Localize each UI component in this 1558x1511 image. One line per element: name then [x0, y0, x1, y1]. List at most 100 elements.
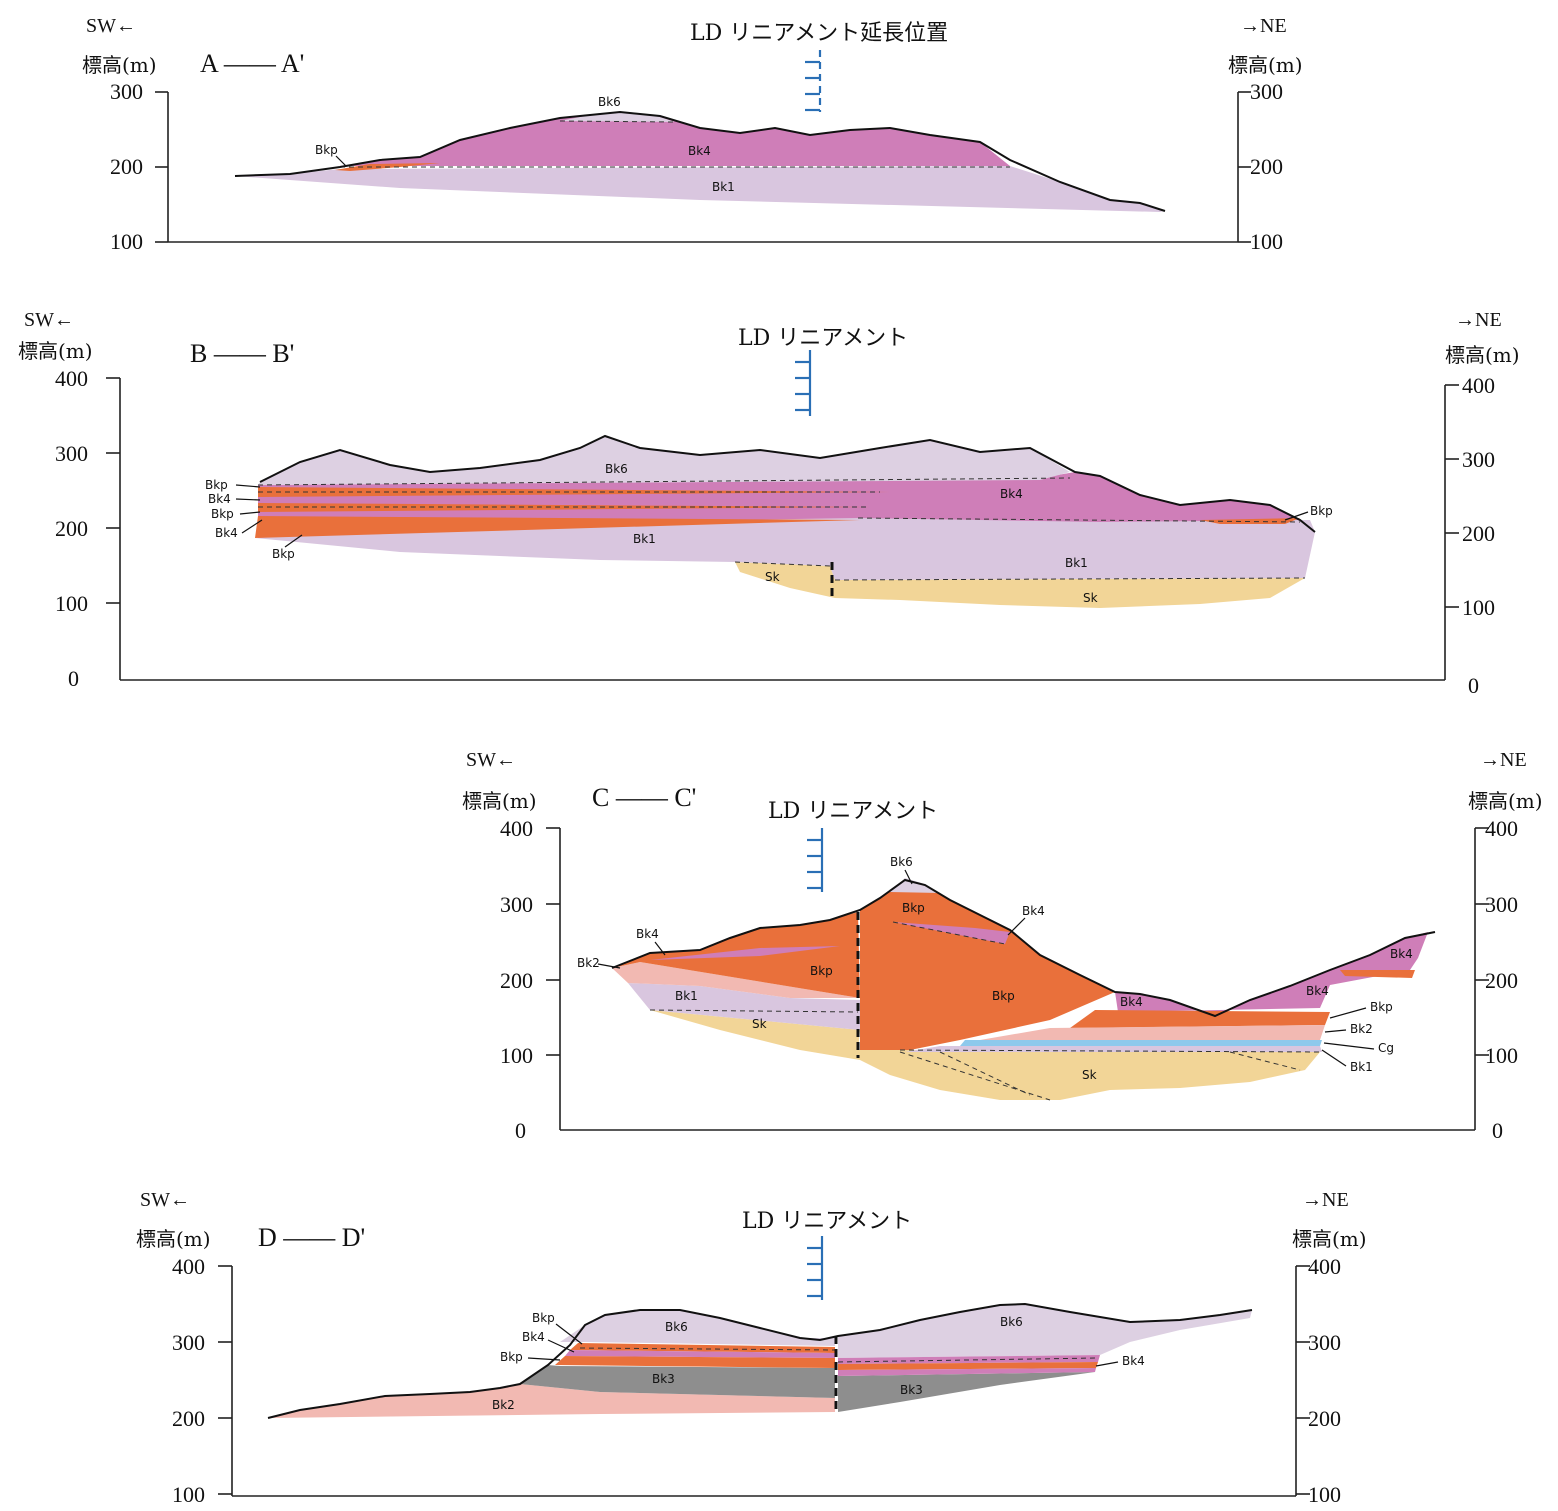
section-d-unit-bkp: [570, 1343, 835, 1353]
section-a-right-tick: 200: [1250, 154, 1283, 179]
section-b-left-tick: 100: [55, 591, 88, 616]
section-d-unit-label: Bk4: [1122, 1354, 1145, 1368]
section-b-left-tick: 200: [55, 516, 88, 541]
section-d-ground-surface: [267, 1302, 1253, 1419]
section-d-left-tick: 100: [172, 1482, 205, 1507]
section-c-unit-label: Sk: [1082, 1068, 1097, 1082]
section-d-unit-bk2: [268, 1384, 835, 1418]
section-b-unit-label: Bkp: [272, 547, 295, 561]
section-a-lineament-label: LD リニアメント延長位置: [690, 21, 948, 46]
section-c-left-tick: 400: [500, 816, 533, 841]
section-b-sw-label: SW←: [24, 309, 74, 331]
section-c-unit-label: Sk: [752, 1017, 767, 1031]
section-c-left-tick: 0: [515, 1118, 526, 1143]
section-c-unit-label: Bkp: [810, 964, 833, 978]
section-b-unit-bk6: [258, 436, 1070, 485]
section-c-right-tick: 400: [1485, 816, 1518, 841]
section-b-right-tick: 0: [1468, 673, 1479, 698]
section-d-elev-label-left: 標高(m): [136, 1227, 211, 1251]
section-d-unit-bkp: [838, 1362, 1098, 1370]
section-c-ground-surface: [611, 878, 1436, 1018]
section-d-right-tick: 100: [1308, 1482, 1341, 1507]
section-b-unit-label: Bkp: [211, 507, 234, 521]
section-d: SW← →NE 標高(m) 標高(m) D —— D' LD リニアメント 40…: [136, 1189, 1367, 1507]
section-c-right-tick: 0: [1492, 1118, 1503, 1143]
section-c-unit-label: Bk1: [675, 989, 698, 1003]
section-c-unit-bkp: [860, 880, 1115, 1050]
section-b-unit-bkp: [255, 516, 860, 538]
section-a-unit-bk6: [560, 112, 675, 122]
section-d-unit-bk4: [565, 1350, 835, 1358]
section-d-title: D —— D': [258, 1223, 365, 1252]
section-d-unit-label: Bk4: [522, 1330, 545, 1344]
section-b: SW← →NE 標高(m) 標高(m) B —— B' LD リニアメント 40…: [18, 309, 1520, 698]
section-c-left-tick: 100: [500, 1043, 533, 1068]
section-d-right-tick: 200: [1308, 1406, 1341, 1431]
section-a-ground-surface: [234, 110, 1166, 212]
section-d-unit-bk4: [838, 1355, 1100, 1364]
section-d-unit-bkp: [555, 1356, 835, 1368]
section-b-unit-label: Bkp: [205, 478, 228, 492]
section-b-elev-label-right: 標高(m): [1445, 343, 1520, 367]
section-c-unit-label: Bkp: [992, 989, 1015, 1003]
section-a-elev-label-right: 標高(m): [1228, 53, 1303, 77]
section-b-unit-label: Bk4: [215, 526, 238, 540]
section-a-left-tick: 200: [110, 154, 143, 179]
section-a-left-tick: 100: [110, 229, 143, 254]
section-a-elev-label-left: 標高(m): [82, 53, 157, 77]
section-b-right-tick: 300: [1462, 447, 1495, 472]
section-a-unit-label: Bk4: [688, 144, 711, 158]
section-b-unit-label: Bk4: [208, 492, 231, 506]
section-b-unit-label: Sk: [765, 570, 780, 584]
section-c-sw-label: SW←: [466, 749, 516, 771]
section-d-unit-bk3: [838, 1372, 1095, 1412]
section-c-unit-label: Bkp: [1370, 1000, 1393, 1014]
section-d-unit-label: Bk3: [652, 1372, 675, 1386]
section-d-unit-label: Bk6: [1000, 1315, 1023, 1329]
section-c-elev-label-left: 標高(m): [462, 789, 537, 813]
section-c-unit-bkp: [1070, 1010, 1330, 1028]
section-a-right-tick: 100: [1250, 229, 1283, 254]
section-b-unit-label: Bk4: [1000, 487, 1023, 501]
section-c: SW← →NE 標高(m) 標高(m) C —— C' LD リニアメント 40…: [462, 749, 1543, 1143]
section-a-unit-label: Bk1: [712, 180, 735, 194]
section-b-elev-label-left: 標高(m): [18, 339, 93, 363]
section-c-right-tick: 100: [1485, 1043, 1518, 1068]
section-d-unit-label: Bkp: [500, 1350, 523, 1364]
section-d-right-tick: 400: [1308, 1254, 1341, 1279]
section-c-right-tick: 300: [1485, 892, 1518, 917]
section-c-unit-label: Bk4: [1390, 947, 1413, 961]
section-b-unit-label: Bkp: [1310, 504, 1333, 518]
section-a-title: A —— A': [200, 49, 304, 78]
section-c-unit-label: Bkp: [902, 901, 925, 915]
section-b-right-tick: 400: [1462, 373, 1495, 398]
section-c-unit-label: Bk4: [1120, 995, 1143, 1009]
section-c-unit-bk2: [980, 1025, 1325, 1040]
section-b-left-tick: 300: [55, 441, 88, 466]
section-c-title: C —— C': [592, 783, 696, 812]
section-b-lineament-label: LD リニアメント: [738, 326, 908, 351]
section-a-sw-label: SW←: [86, 15, 136, 37]
section-c-ne-label: →NE: [1480, 749, 1527, 771]
section-a-unit-bk4: [340, 112, 1010, 166]
section-b-left-tick: 0: [68, 666, 79, 691]
section-c-elev-label-right: 標高(m): [1468, 789, 1543, 813]
section-a-ne-label: →NE: [1240, 15, 1287, 37]
section-a-unit-bk1: [235, 166, 1165, 212]
section-c-unit-label: Bk1: [1350, 1060, 1373, 1074]
section-b-right-tick: 100: [1462, 595, 1495, 620]
section-b-right-tick: 200: [1462, 521, 1495, 546]
section-a-left-tick: 300: [110, 79, 143, 104]
section-c-unit-bk1: [905, 1046, 1322, 1052]
section-c-left-tick: 300: [500, 892, 533, 917]
section-d-unit-label: Bk2: [492, 1398, 515, 1412]
section-c-unit-label: Bk2: [1350, 1022, 1373, 1036]
section-a: SW← →NE 標高(m) 標高(m) A —— A' LD リニアメント延長位…: [82, 15, 1303, 254]
section-c-unit-label: Bk2: [577, 956, 600, 970]
section-d-lineament-label: LD リニアメント: [742, 1209, 912, 1234]
section-d-unit-label: Bkp: [532, 1311, 555, 1325]
section-b-ne-label: →NE: [1455, 309, 1502, 331]
section-b-unit-label: Bk1: [633, 532, 656, 546]
section-a-unit-label: Bk6: [598, 95, 621, 109]
section-b-ground-surface: [259, 434, 1316, 533]
